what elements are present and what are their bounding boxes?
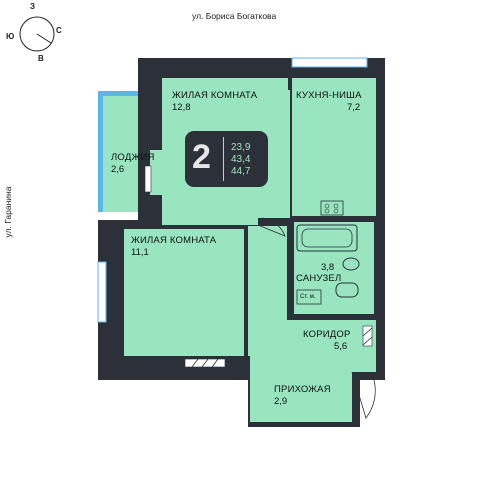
loggia-name: ЛОДЖИЯ [111,152,155,163]
compass-south-label: В [38,54,44,63]
loggia-door [144,165,152,193]
area-badge [185,131,268,187]
corridor-area: 5,6 [334,341,348,352]
living-room-2-floor [124,229,244,356]
living-area-value: 23,9 [231,142,251,153]
total-with-loggia-value: 44,7 [231,166,251,177]
loggia-floor [103,96,138,212]
kitchen-window [291,57,368,68]
toilet-icon [335,282,359,298]
wall-divider-kitchen [288,78,291,90]
living-room-1-name: ЖИЛАЯ КОМНАТА [172,90,258,101]
entry-hall-area: 2,9 [274,396,288,407]
compass-east-label: С [56,26,62,35]
compass-icon [19,16,55,52]
washer-box [296,289,322,305]
entry-hall-name: ПРИХОЖАЯ [274,384,331,395]
kitchen-floor [292,78,376,216]
room2-window [97,261,107,323]
stove-icon [320,200,344,216]
living-room-2-area: 11,1 [131,247,149,258]
kitchen-name: КУХНЯ-НИША [296,90,362,101]
compass-west-label: Ю [6,32,15,41]
street-top-label: ул. Бориса Богаткова [192,11,277,21]
living-room-1-area: 12,8 [172,102,191,113]
door-swing-room1 [257,217,286,237]
living-room-2-name: ЖИЛАЯ КОМНАТА [131,235,217,246]
room-count: 2 [192,138,211,176]
bathroom-area: 3,8 [321,262,335,273]
corridor-name: КОРИДОР [303,329,351,340]
total-area-value: 43,4 [231,154,251,165]
sink-icon [342,257,360,271]
bathtub-inner [301,228,353,248]
washer-label: Ст. м. [300,294,316,300]
badge-divider [223,137,224,181]
kitchen-area: 7,2 [347,102,361,113]
loggia-area: 2,6 [111,164,125,175]
compass-north-label: З [30,2,36,11]
bathroom-name: САНУЗЕЛ [296,273,342,284]
bathtub [296,224,358,252]
corridor-floor [248,226,376,422]
door-swing-entry [351,371,376,419]
